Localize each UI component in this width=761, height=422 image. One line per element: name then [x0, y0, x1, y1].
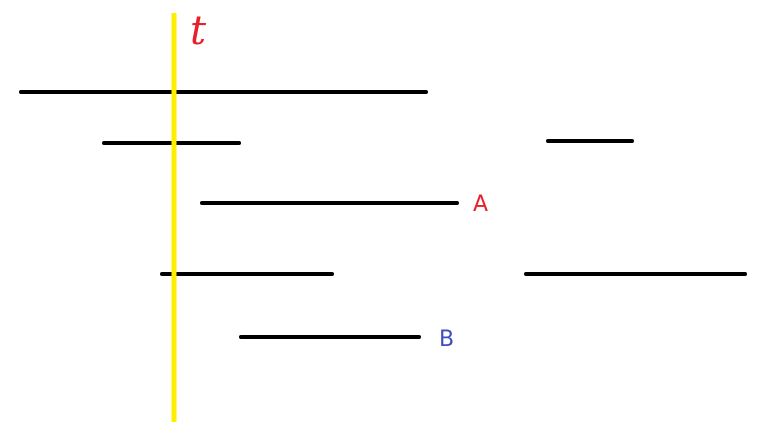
segment-b-label: B [439, 327, 454, 352]
time-label: t [190, 8, 207, 54]
segment-a-label: A [473, 192, 488, 217]
